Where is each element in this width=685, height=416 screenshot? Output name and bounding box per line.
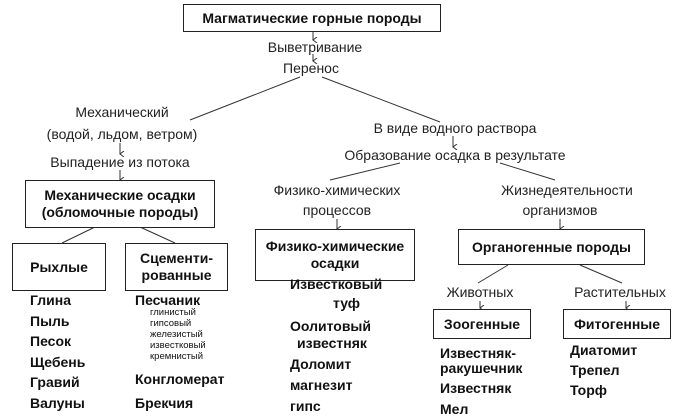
list-item: магнезит bbox=[290, 377, 353, 393]
subtype-item: кремнистый bbox=[150, 351, 204, 362]
list-item: гипс bbox=[290, 398, 321, 414]
physchem-label-2: процессов bbox=[302, 202, 372, 218]
physchem-box-line2: осадки bbox=[310, 255, 360, 271]
phytogenic-box: Фитогенные bbox=[563, 309, 671, 339]
fallout-label: Выпадение из потока bbox=[50, 154, 190, 170]
cemented-box: Сцементи- рованные bbox=[125, 243, 228, 291]
list-item: Доломит bbox=[290, 356, 352, 372]
physchem-sediments-box: Физико-химические осадки bbox=[255, 229, 415, 281]
title-box: Магматические горные породы bbox=[183, 4, 441, 32]
zoogenic-box: Зоогенные bbox=[433, 309, 531, 339]
animal-label: Животных bbox=[446, 284, 514, 300]
list-item: Известняк- bbox=[440, 345, 516, 361]
mechanical-sediments-line2: (обломочные породы) bbox=[41, 204, 199, 220]
zoogenic-label: Зоогенные bbox=[443, 315, 521, 332]
list-item: Щебень bbox=[30, 354, 86, 370]
list-item: Конгломерат bbox=[135, 371, 225, 387]
list-item: Гравий bbox=[30, 374, 80, 390]
organic-label-1: Жизнедеятельности bbox=[501, 182, 633, 198]
organic-label-2: организмов bbox=[522, 202, 598, 218]
list-item: Валуны bbox=[30, 395, 85, 411]
subtype-item: гипсовый bbox=[150, 318, 192, 329]
list-item: Брекчия bbox=[135, 395, 194, 411]
weathering-label: Выветривание bbox=[267, 39, 363, 55]
list-item: Трепел bbox=[570, 362, 620, 378]
loose-label: Рыхлые bbox=[30, 258, 88, 275]
mechanical-sediments-box: Механические осадки (обломочные породы) bbox=[25, 180, 215, 228]
list-item: Оолитовый bbox=[290, 318, 371, 334]
subtype-item: железистый bbox=[150, 329, 203, 340]
organogenic-box: Органогенные породы bbox=[458, 229, 645, 265]
cemented-line2: рованные bbox=[141, 267, 212, 283]
list-item: туф bbox=[333, 295, 361, 311]
physchem-box-line1: Физико-химические bbox=[265, 238, 405, 254]
cemented-line1: Сцементи- bbox=[139, 250, 214, 266]
transport-label: Перенос bbox=[283, 60, 339, 76]
list-item: Песчаник bbox=[135, 292, 201, 308]
list-item: известняк bbox=[297, 335, 367, 351]
list-item: Торф bbox=[570, 382, 608, 398]
organogenic-label: Органогенные породы bbox=[472, 238, 631, 255]
mechanical-agents-label: (водой, льдом, ветром) bbox=[46, 126, 198, 142]
loose-box: Рыхлые bbox=[12, 243, 106, 291]
solution-label: В виде водного раствора bbox=[373, 120, 537, 136]
list-item: Известковый bbox=[290, 276, 383, 292]
title: Магматические горные породы bbox=[202, 9, 422, 26]
list-item: Диатомит bbox=[570, 342, 638, 358]
list-item: Глина bbox=[30, 292, 71, 308]
list-item: Песок bbox=[30, 333, 72, 349]
subtype-item: известковый bbox=[150, 340, 206, 351]
formation-label: Образование осадка в результате bbox=[344, 147, 566, 163]
list-item: ракушечник bbox=[440, 360, 523, 376]
list-item: Известняк bbox=[440, 380, 512, 396]
physchem-label-1: Физико-химических bbox=[273, 182, 401, 198]
mechanical-sediments-line1: Механические осадки bbox=[44, 187, 196, 203]
list-item: Пыль bbox=[30, 313, 70, 329]
plant-label: Растительных bbox=[574, 284, 666, 300]
phytogenic-label: Фитогенные bbox=[573, 315, 661, 332]
list-item: Мел bbox=[440, 401, 469, 416]
subtype-item: глинистый bbox=[150, 307, 196, 318]
mechanical-label: Механический bbox=[75, 104, 169, 120]
